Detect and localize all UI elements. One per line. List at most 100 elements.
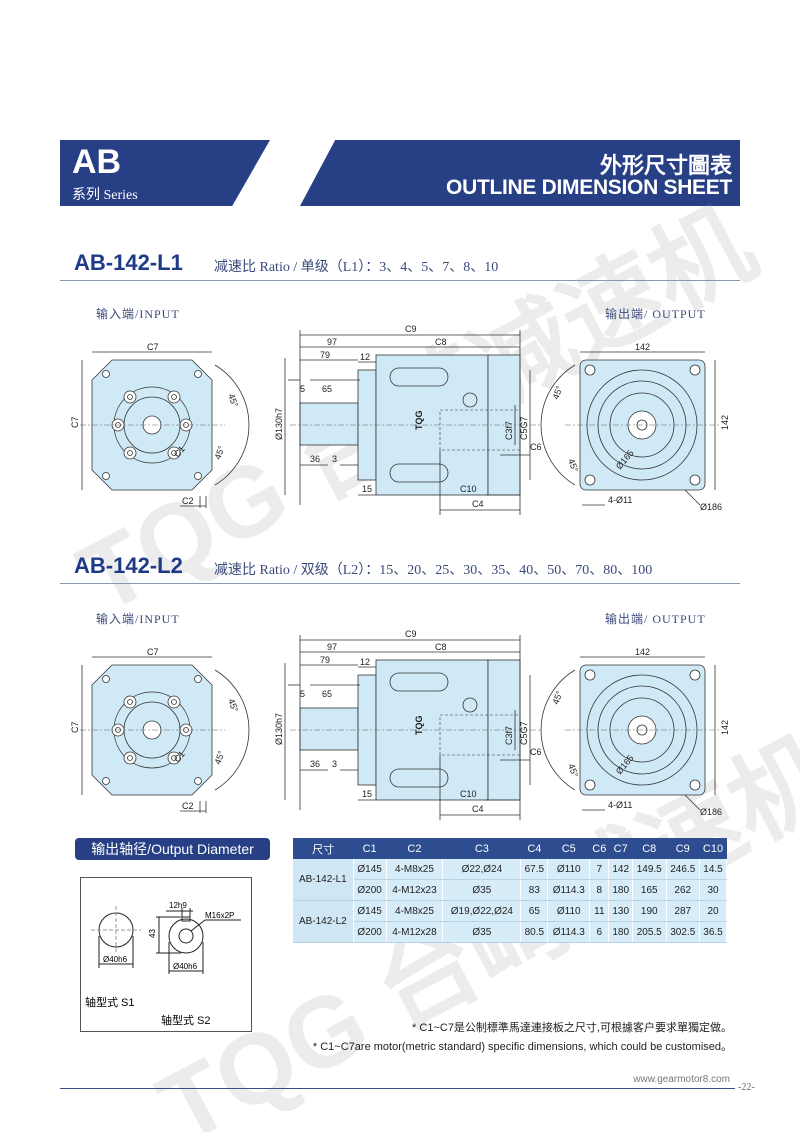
series-banner [60,140,270,206]
output-diameter-title: 输出轴径/Output Diameter [75,838,270,860]
s2-thread: M16x2P [205,911,234,920]
table-cell: 14.5 [699,859,727,880]
series-subtitle: 系列 Series [72,188,138,203]
c10-label: C10 [460,484,477,494]
table-cell: 165 [632,879,667,901]
dim-130: Ø130h7 [274,408,284,440]
brand-logo: TQG [414,716,424,736]
angle-label: 45° [226,697,240,714]
column-header: C10 [699,838,727,859]
table-cell: Ø110 [547,859,591,880]
dim-79: 79 [320,655,330,665]
angle-label: 45° [212,749,226,766]
s2-key-width: 12h9 [169,901,187,910]
dim-65: 65 [322,689,332,699]
table-cell: Ø200 [353,921,387,943]
column-header: C3 [442,838,521,859]
input-flange-view [80,656,250,813]
c10-label: C10 [460,789,477,799]
table-cell: 20 [699,900,727,922]
table-cell: Ø145 [353,859,387,880]
angle-label: 45° [566,762,580,779]
dim-97: 97 [327,337,337,347]
table-cell: 287 [666,900,701,922]
column-header: C5 [547,838,590,859]
dim-142: 142 [720,415,730,430]
column-header: C4 [520,838,548,859]
table-cell: Ø114.3 [547,921,591,943]
output-flange-view [540,351,720,506]
angle-label: 45° [550,689,564,706]
dim-130: Ø130h7 [274,713,284,745]
series-code: AB [72,143,122,181]
c3-label: C3f7 [504,726,514,745]
output-flange-view [540,656,720,811]
c7-label: C7 [70,721,80,733]
table-cell: 180 [608,879,633,901]
angle-label: 45° [212,444,226,461]
c8-label: C8 [435,337,447,347]
table-cell: 11 [589,900,610,922]
table-cell: 142 [608,859,633,880]
dim-79: 79 [320,350,330,360]
angle-label: 45° [226,392,240,409]
c5-label: C5G7 [519,721,529,745]
s1-diameter: Ø40h6 [103,955,128,964]
output-view-label: 输出端/ OUTPUT [605,306,706,321]
s1-label: 轴型式 S1 [85,995,135,1009]
table-cell: 36.5 [699,921,727,943]
table-cell: 83 [520,879,549,901]
ratio-text: 减速比 Ratio / 双级（L2）：15、20、25、30、35、40、50、… [214,563,653,578]
angle-label: 45° [550,384,564,401]
s2-label: 轴型式 S2 [161,1013,211,1027]
s2-height: 43 [148,929,157,938]
page-title-cn: 外形尺寸圖表 [599,153,732,178]
column-header: C7 [608,838,633,859]
model-cell: AB-142-L2 [293,900,354,943]
c6-label: C6 [530,747,542,757]
input-view-label: 输入端/INPUT [96,611,180,626]
output-view-label: 输出端/ OUTPUT [605,611,706,626]
table-cell: 190 [632,900,667,922]
column-header: C6 [589,838,609,859]
page-number: -22- [738,1082,755,1093]
c8-label: C8 [435,642,447,652]
table-cell: 246.5 [666,859,701,880]
table-cell: 30 [699,879,727,901]
dim-186: Ø186 [700,502,722,512]
table-cell: Ø110 [547,900,591,922]
table-cell: 80.5 [520,921,549,943]
column-header: C9 [666,838,700,859]
dim-142: 142 [635,342,650,352]
section-header-l2: AB-142-L2 减速比 Ratio / 双级（L2）：15、20、25、30… [60,553,740,584]
dim-97: 97 [327,642,337,652]
c7-label: C7 [70,416,80,428]
table-cell: 205.5 [632,921,667,943]
table-cell: Ø145 [353,900,387,922]
website-link[interactable]: www.gearmotor8.com [633,1074,730,1085]
c4-label: C4 [472,804,484,814]
c3-label: C3f7 [504,421,514,440]
table-cell: 65 [520,900,549,922]
table-cell: 180 [608,921,633,943]
c2-label: C2 [182,496,194,506]
footer-divider [60,1088,735,1089]
input-view-label: 输入端/INPUT [96,306,180,321]
table-cell: 4-M12x28 [386,921,444,943]
table-cell: 149.5 [632,859,667,880]
section-header-l1: AB-142-L1 减速比 Ratio / 单级（L1）：3、4、5、7、8、1… [60,250,740,281]
table-cell: Ø200 [353,879,387,901]
note-en: * C1~C7are motor(metric standard) specif… [312,1041,732,1053]
dim-36: 36 [310,454,320,464]
column-header: C8 [632,838,666,859]
gearbox-side-view [284,635,540,820]
table-cell: 8 [589,879,610,901]
table-cell: 6 [589,921,610,943]
brand-logo: TQG [414,411,424,431]
